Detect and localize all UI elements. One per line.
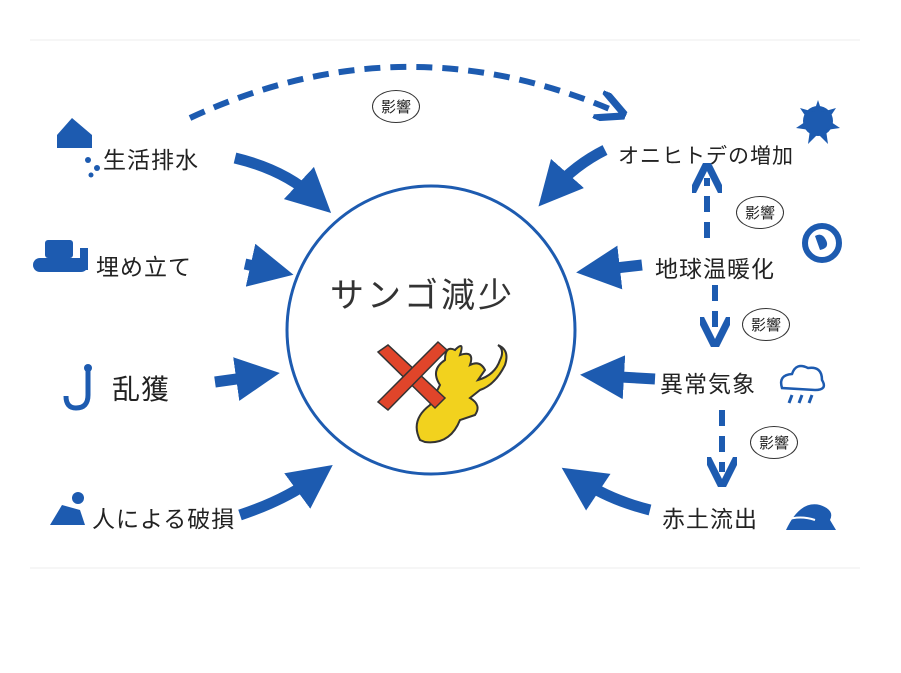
label-human-damage: 人による破損 <box>92 507 236 533</box>
storm-cloud-icon <box>779 364 826 404</box>
label-landfill: 埋め立て <box>96 255 192 281</box>
arrow-drainage <box>233 152 332 214</box>
coral-icon <box>415 344 508 444</box>
bulldozer-icon <box>33 240 88 272</box>
starfish-icon <box>796 100 840 144</box>
label-drainage: 生活排水 <box>103 148 199 174</box>
arrow-weather <box>580 355 656 400</box>
waves-icon <box>785 504 836 530</box>
fishhook-icon <box>63 364 92 411</box>
label-starfish: オニヒトデの増加 <box>618 144 794 168</box>
arrow-overfishing <box>214 357 280 401</box>
solid-arrows <box>214 145 656 521</box>
globe-icon <box>802 223 842 263</box>
arrow-damage <box>238 464 333 521</box>
label-warming: 地球温暖化 <box>655 257 775 283</box>
influence-bubble: 影響 <box>750 426 799 459</box>
influence-bubble: 影響 <box>736 196 785 229</box>
center-circle <box>285 184 577 476</box>
arrow-warming <box>576 245 643 290</box>
arrow-starfish <box>538 145 608 207</box>
cross-icon <box>376 340 449 412</box>
arrow-landfill <box>243 243 294 287</box>
label-redsoil: 赤土流出 <box>662 507 758 533</box>
arrow-redsoil <box>561 467 652 516</box>
influence-bubble: 影響 <box>372 90 421 123</box>
house-water-icon <box>57 118 100 178</box>
label-overfishing: 乱獲 <box>112 373 171 406</box>
influence-bubble: 影響 <box>742 308 791 341</box>
person-icon <box>50 492 85 525</box>
center-label: サンゴ減少 <box>330 276 515 316</box>
dashed-arrows <box>188 64 722 472</box>
dashed-arrow-drainage-starfish <box>188 64 612 118</box>
label-weather: 異常気象 <box>660 372 756 398</box>
